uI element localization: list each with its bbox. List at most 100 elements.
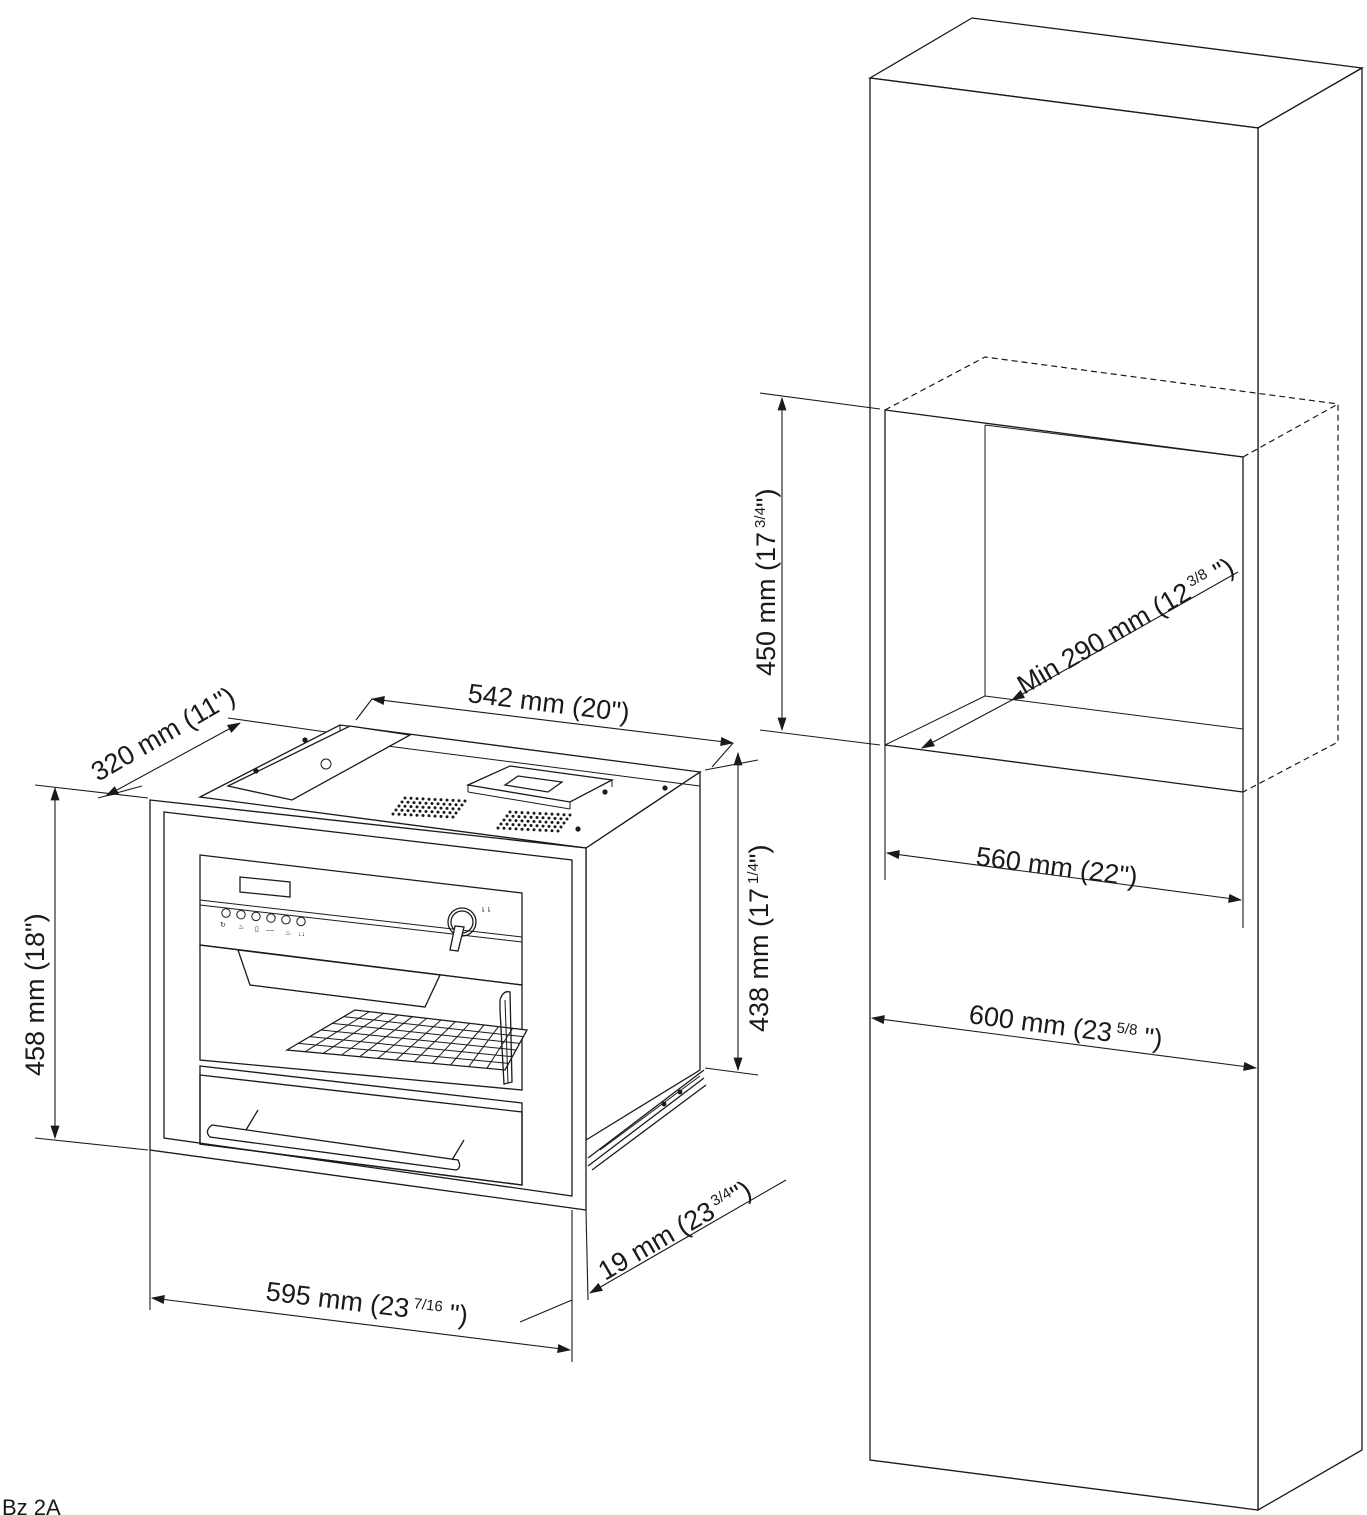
vent-hole (526, 811, 530, 815)
vent-hole (427, 806, 431, 809)
vent-hole (520, 811, 524, 815)
vent-hole (514, 810, 518, 814)
grille-bar (332, 1022, 520, 1044)
vent-hole (403, 796, 407, 800)
niche-height-dimension: 450 mm (173/4") (751, 392, 881, 746)
vent-hole (439, 798, 443, 802)
vent-hole (424, 801, 428, 805)
vent-hole (535, 816, 539, 819)
vent-hole (406, 800, 410, 804)
vent-hole (511, 823, 515, 827)
vent-hole (556, 829, 560, 833)
vent-hole (427, 797, 431, 801)
vent-hole (526, 828, 530, 831)
svg-text:♨: ♨ (285, 929, 291, 937)
svg-text:~~: ~~ (266, 928, 274, 935)
cabinet-front-face (869, 77, 1259, 1511)
vent-hole (403, 804, 407, 808)
vent-hole (559, 817, 563, 821)
slide-rails (587, 1069, 707, 1171)
vent-hole (427, 814, 431, 818)
vent-hole (397, 804, 401, 808)
steam-wand (499, 991, 513, 1085)
vent-hole (505, 822, 509, 826)
vent-hole (412, 809, 416, 813)
vent-hole (433, 806, 437, 810)
vent-hole (514, 827, 518, 831)
front-height-dimension: 458 mm (18") (20, 784, 149, 1151)
vent-hole (511, 814, 515, 818)
vent-hole (538, 820, 542, 824)
vent-hole (520, 819, 524, 823)
vent-hole (547, 816, 551, 820)
front-height-label: 458 mm (18") (20, 913, 50, 1076)
vent-hole (442, 810, 446, 814)
grille-lines (298, 1011, 524, 1069)
control-button (266, 913, 276, 923)
vent-hole (517, 823, 521, 827)
control-button (251, 911, 261, 922)
vent-hole (517, 815, 521, 819)
svg-text:▯: ▯ (255, 926, 259, 933)
vent-hole (532, 828, 536, 832)
vent-hole (538, 812, 542, 815)
vent-hole (550, 820, 554, 824)
svg-text:⇂⇂: ⇂⇂ (480, 906, 492, 914)
vent-hole (508, 818, 512, 822)
vent-hole (442, 802, 446, 806)
vent-hole (529, 815, 533, 819)
vent-hole (430, 810, 434, 814)
vent-hole (409, 796, 413, 800)
vent-hole (508, 810, 512, 814)
vent-hole (538, 828, 542, 832)
grille-bar (298, 1042, 509, 1064)
niche-depth-outline (884, 356, 1339, 793)
vent-hole (451, 798, 455, 802)
vent-hole (451, 807, 455, 811)
vent-hole (457, 799, 461, 803)
drawer-handle (206, 1109, 465, 1171)
vent-hole (424, 810, 428, 813)
vent-hole (421, 805, 425, 809)
vent-hole (565, 817, 569, 821)
vent-hole (496, 826, 500, 830)
vent-hole (451, 815, 455, 819)
control-button (236, 910, 246, 920)
vent-hole (436, 802, 440, 806)
vent-hole (532, 820, 536, 823)
control-buttons (221, 908, 306, 927)
vent-hole (445, 815, 449, 819)
vent-hole (439, 806, 443, 810)
vent-hole (415, 805, 419, 809)
vent-hole (568, 813, 572, 817)
side-depth-label: 320 mm (11") (86, 681, 240, 787)
vent-hole (448, 811, 452, 815)
cabinet-side-face (1257, 66, 1363, 1512)
vent-hole (400, 808, 404, 812)
vent-hole (454, 811, 458, 815)
figure-id: Bz 2A (2, 1495, 61, 1515)
svg-text:↓↓: ↓↓ (298, 931, 305, 938)
vent-hole (541, 824, 545, 828)
vent-hole (553, 825, 557, 829)
vent-hole (445, 798, 449, 802)
vent-hole (514, 819, 518, 823)
vent-hole (457, 807, 461, 811)
vent-hole (559, 825, 563, 829)
vent-hole (415, 797, 419, 801)
body-height-dimension: 438 mm (171/4") (704, 751, 774, 1076)
vent-hole (454, 803, 458, 807)
body-height-label: 438 mm (171/4") (744, 845, 774, 1033)
vent-hole (526, 819, 530, 823)
panel-depth-label: 19 mm (233/4") (593, 1174, 757, 1286)
vent-hole (505, 814, 509, 818)
vent-hole (415, 813, 419, 817)
vent-hole (409, 805, 413, 809)
vent-hole (544, 820, 548, 824)
svg-text:♨: ♨ (238, 923, 244, 931)
vent-hole (430, 802, 434, 805)
vent-hole (562, 821, 566, 825)
vent-hole (460, 803, 464, 807)
cabinet (868, 17, 1364, 1512)
